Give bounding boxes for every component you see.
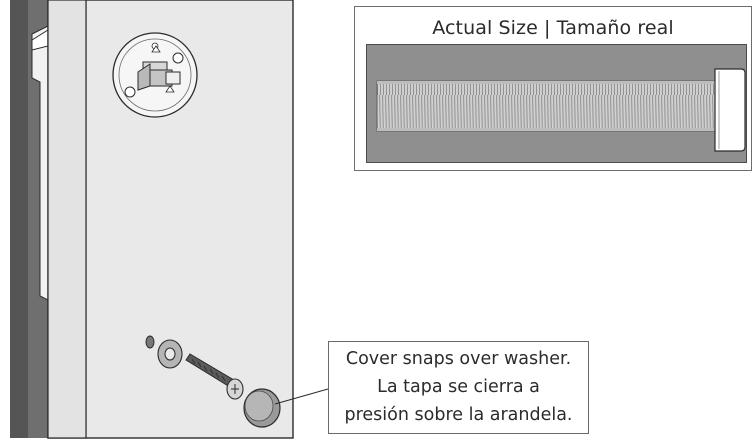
callout-line-1: Cover snaps over washer.: [345, 349, 572, 369]
actual-size-screw: [376, 68, 746, 152]
actual-size-title: Actual Size | Tamaño real: [432, 17, 674, 39]
mounting-plate: [112, 32, 198, 118]
small-ring: [145, 335, 155, 349]
screw: [185, 353, 244, 400]
callout-leader-line: [274, 388, 329, 405]
bolt-panel: [366, 44, 747, 163]
actual-size-box: Actual Size | Tamaño real: [354, 6, 752, 171]
door-edge-shadow: [10, 0, 28, 438]
callout-box: Cover snaps over washer. La tapa se cier…: [328, 341, 589, 434]
cover-cap: [243, 388, 281, 428]
callout-line-3: presión sobre la arandela.: [344, 405, 573, 425]
callout-line-2: La tapa se cierra a: [377, 377, 540, 397]
washer: [157, 339, 183, 369]
